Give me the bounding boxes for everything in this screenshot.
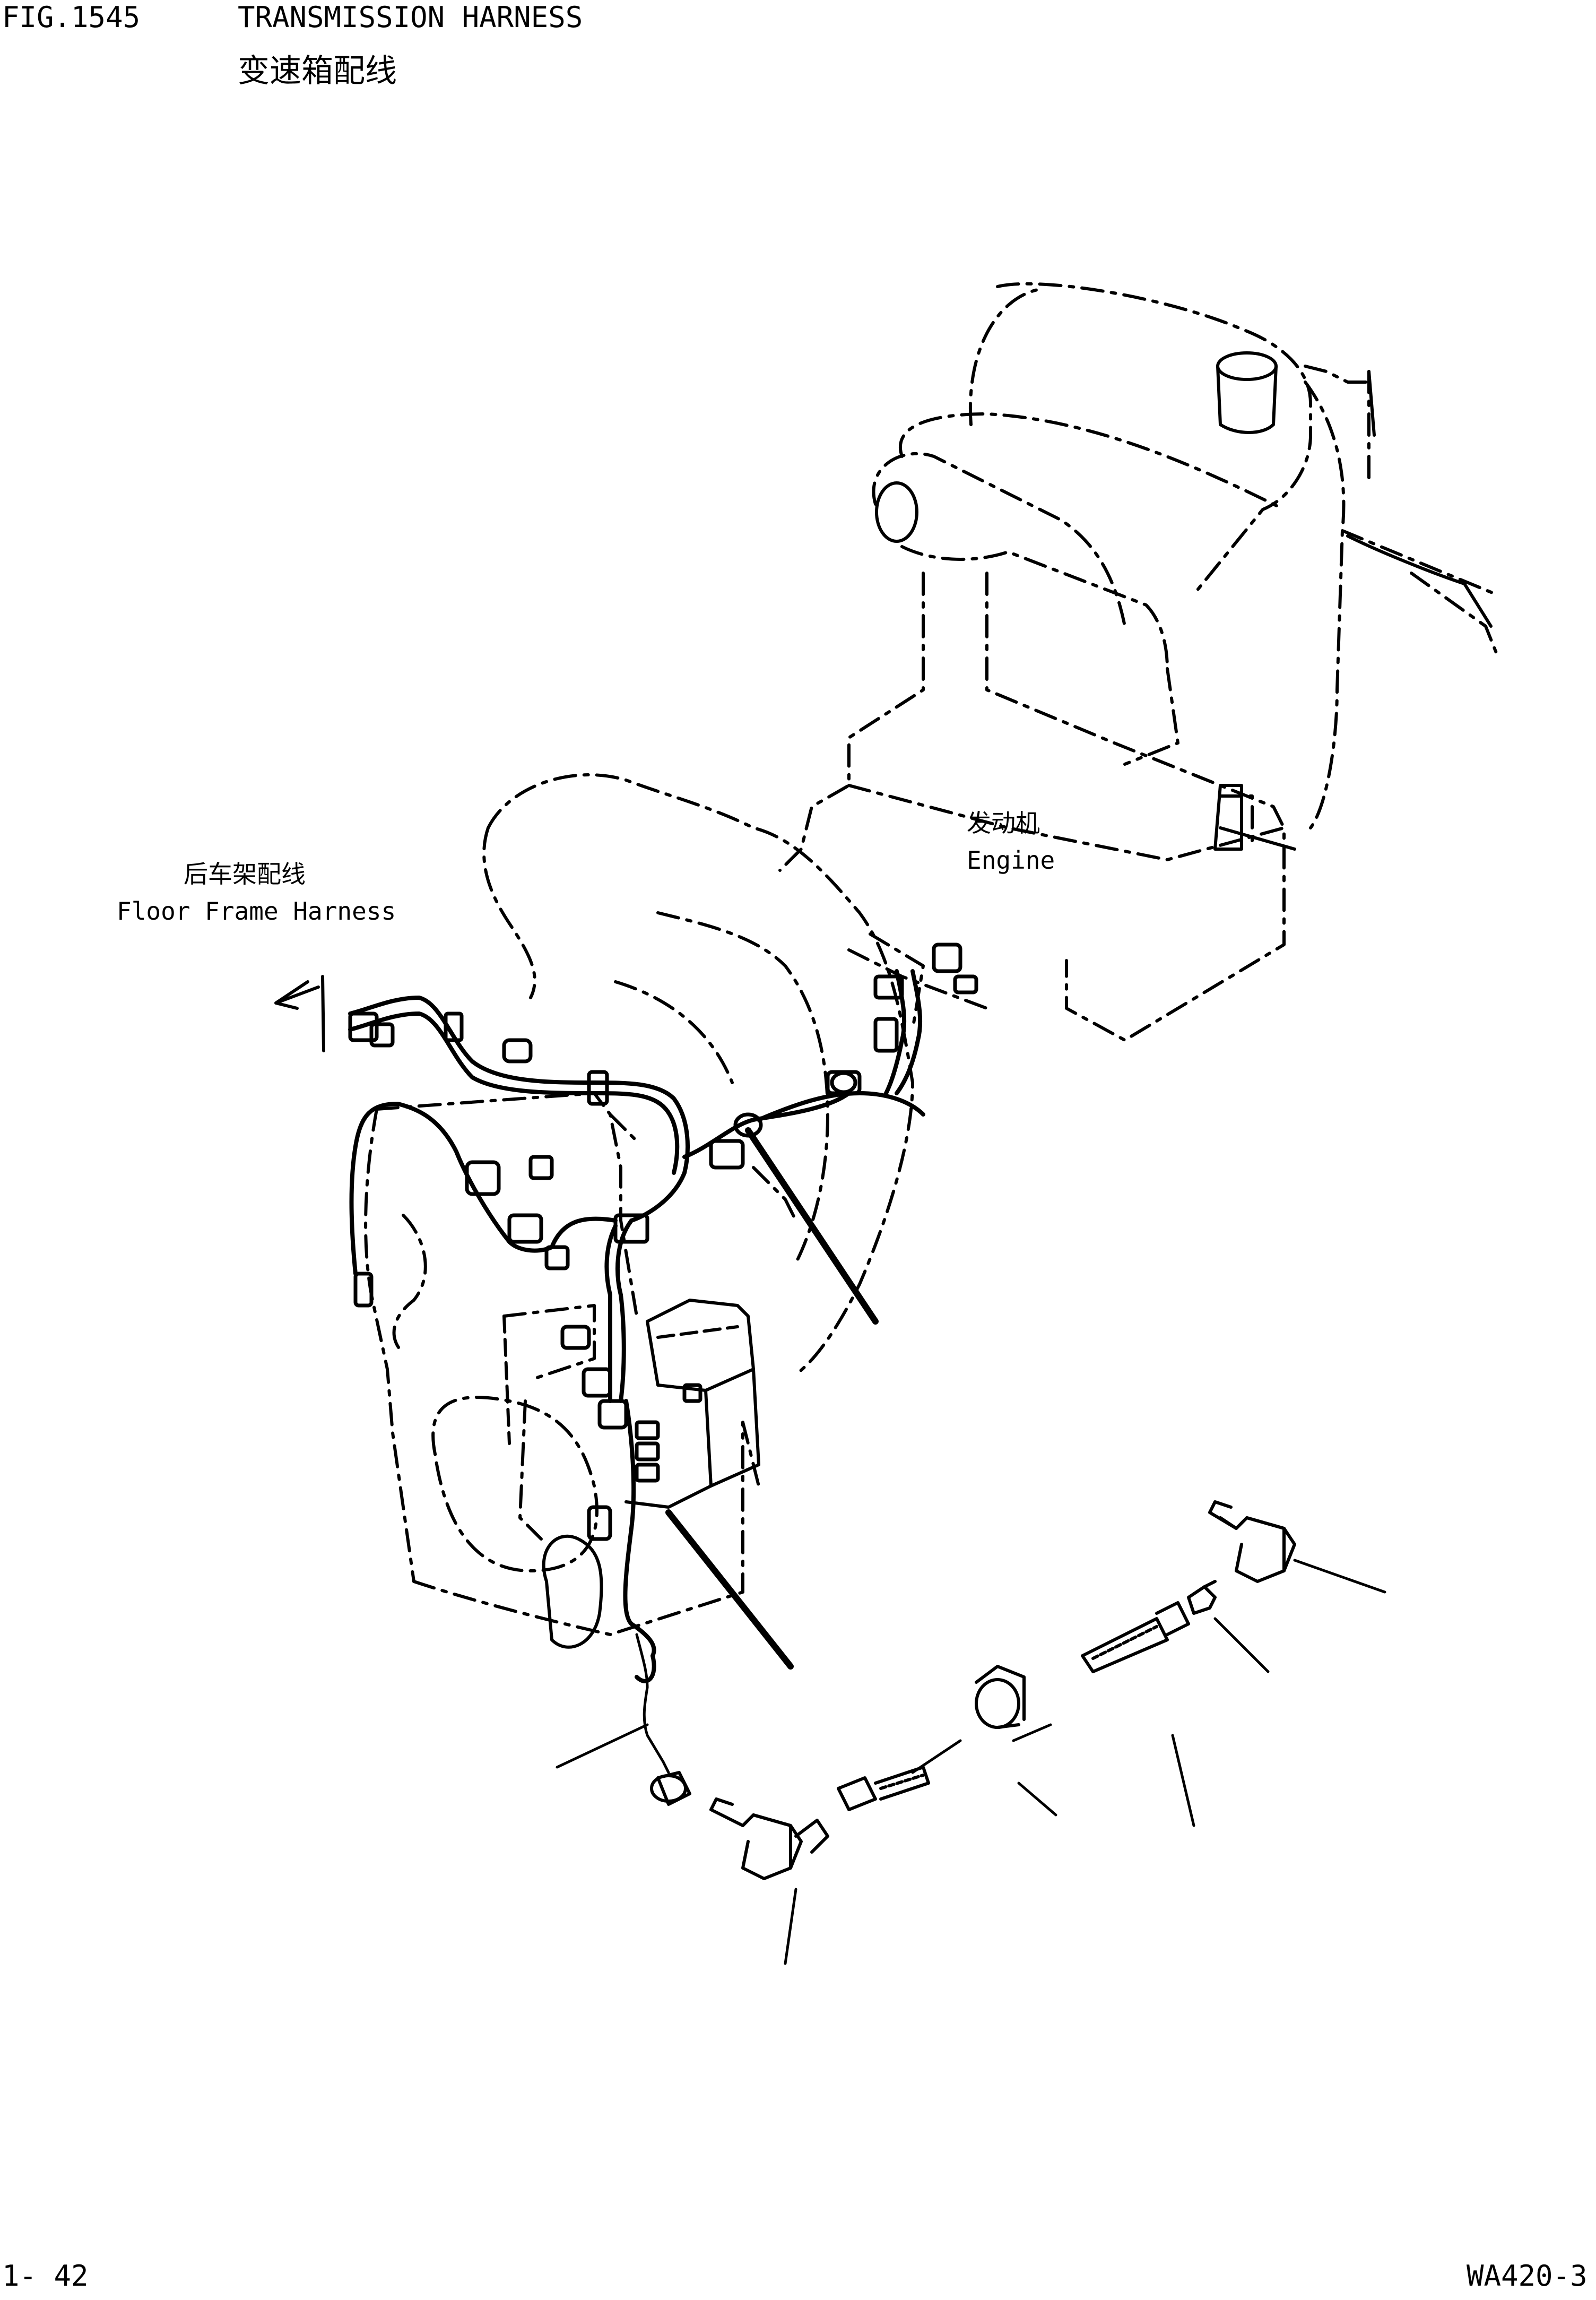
harness-connectors (348, 943, 978, 1541)
engine-label-chinese: 发动机 (967, 809, 1040, 837)
part-harness-cap (650, 1771, 691, 1806)
figure-title-chinese: 变速箱配线 (238, 53, 397, 90)
part-threaded-bolt (837, 1766, 930, 1811)
part-small-fitting (1187, 1580, 1217, 1615)
transmission-case (364, 1092, 797, 1636)
model-number: WA420-3 (1467, 2259, 1588, 2293)
engine-outline (778, 282, 1498, 1042)
part-leader-lines (556, 1559, 1386, 1965)
figure-number: FIG.1545 (2, 1, 141, 34)
control-valve (502, 1299, 760, 1509)
part-elbow-connector (709, 1797, 829, 1880)
part-threaded-rod (1081, 1601, 1190, 1673)
flywheel-housing (482, 773, 925, 1376)
page-number: 1- 42 (2, 2259, 89, 2293)
part-sensor-disc (975, 1665, 1026, 1729)
engine-details (875, 351, 1296, 851)
floor-harness-label-chinese: 后车架配线 (184, 860, 306, 888)
engine-label: Engine (967, 846, 1055, 875)
floor-harness-label: Floor Frame Harness (117, 897, 396, 926)
floor-harness-arrow (274, 975, 325, 1052)
part-elbow-top (1208, 1500, 1296, 1583)
transmission-harness (348, 969, 925, 1774)
figure-title: TRANSMISSION HARNESS (238, 1, 583, 34)
engine-right-bracket (1346, 370, 1493, 628)
case-lower-component (542, 1534, 603, 1649)
